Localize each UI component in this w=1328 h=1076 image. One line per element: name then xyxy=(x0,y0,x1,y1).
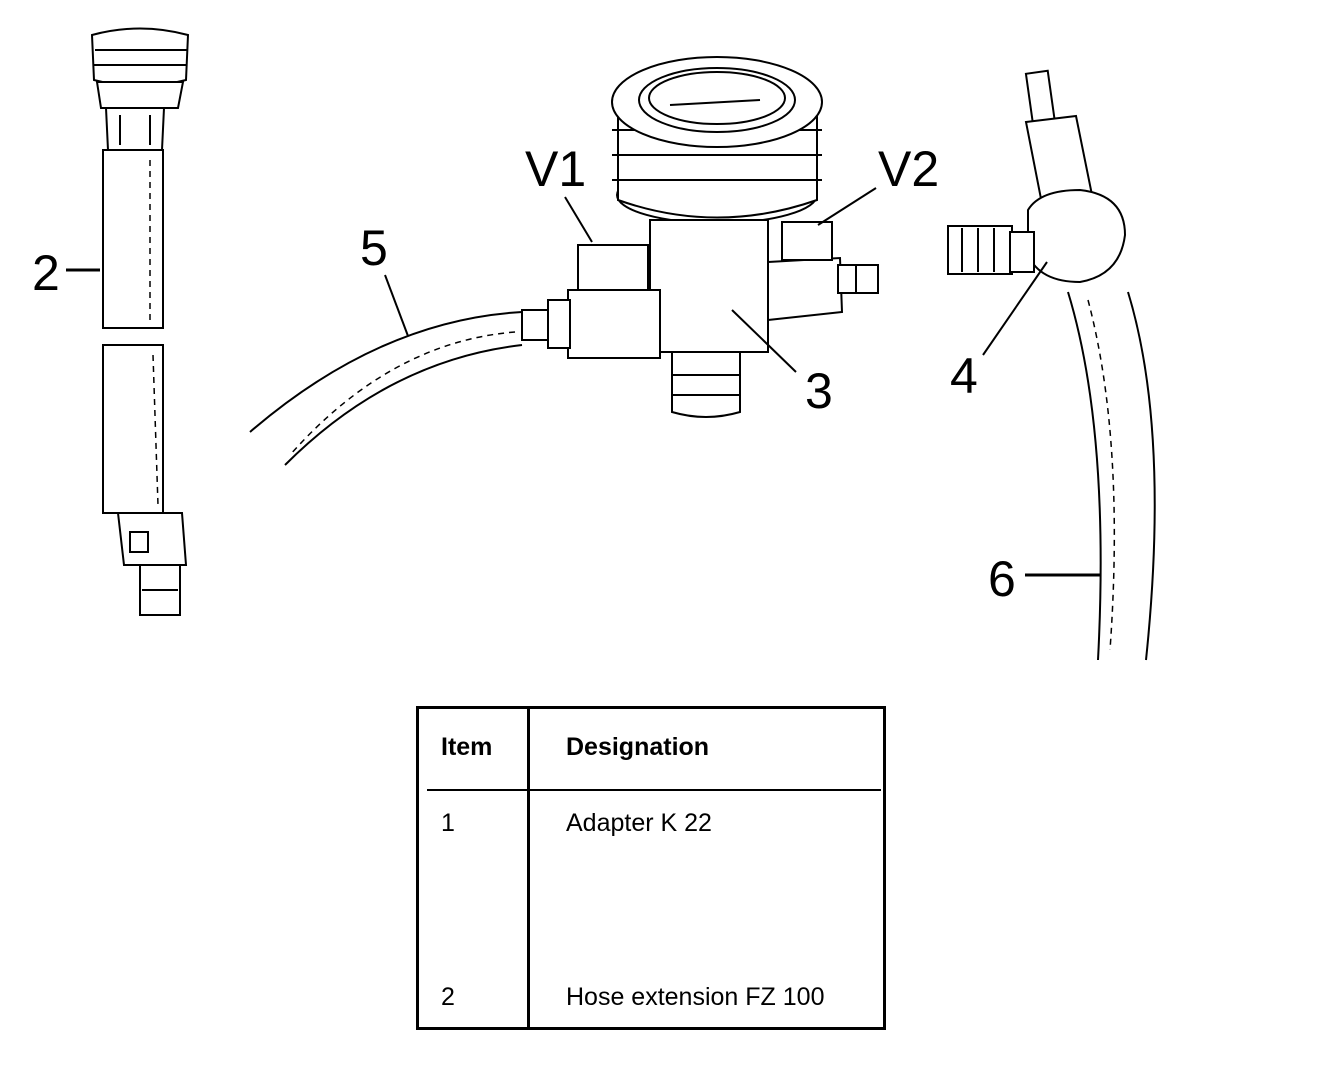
table-row-2-designation: Hose extension FZ 100 xyxy=(566,983,825,1011)
table-row-2-item: 2 xyxy=(441,983,455,1011)
table-row-1-designation: Adapter K 22 xyxy=(566,809,712,837)
callout-6: 6 xyxy=(988,551,1016,607)
hose-extension-part xyxy=(90,27,190,616)
callout-3: 3 xyxy=(805,363,833,419)
tee-fitting-part xyxy=(947,69,1156,661)
callout-5: 5 xyxy=(360,220,388,276)
table-header-designation: Designation xyxy=(566,733,710,761)
table-row-1-item: 1 xyxy=(441,809,455,837)
table-column-divider xyxy=(527,709,530,1027)
leader-v1 xyxy=(564,196,593,243)
table-header-item: Item xyxy=(441,733,493,761)
leader-v2 xyxy=(817,187,877,226)
table-header-rule xyxy=(427,789,881,791)
callout-2: 2 xyxy=(32,245,60,301)
callout-v1: V1 xyxy=(525,141,586,197)
hose-part xyxy=(249,311,523,466)
leader-4 xyxy=(982,261,1048,356)
parts-table: Item Designation 1 Adapter K 22 2 Hose e… xyxy=(416,706,886,1030)
callout-v2: V2 xyxy=(878,141,939,197)
leader-3 xyxy=(731,309,797,373)
leader-5 xyxy=(384,274,409,337)
callout-4: 4 xyxy=(950,348,978,404)
gauge-valve-part xyxy=(521,56,879,418)
